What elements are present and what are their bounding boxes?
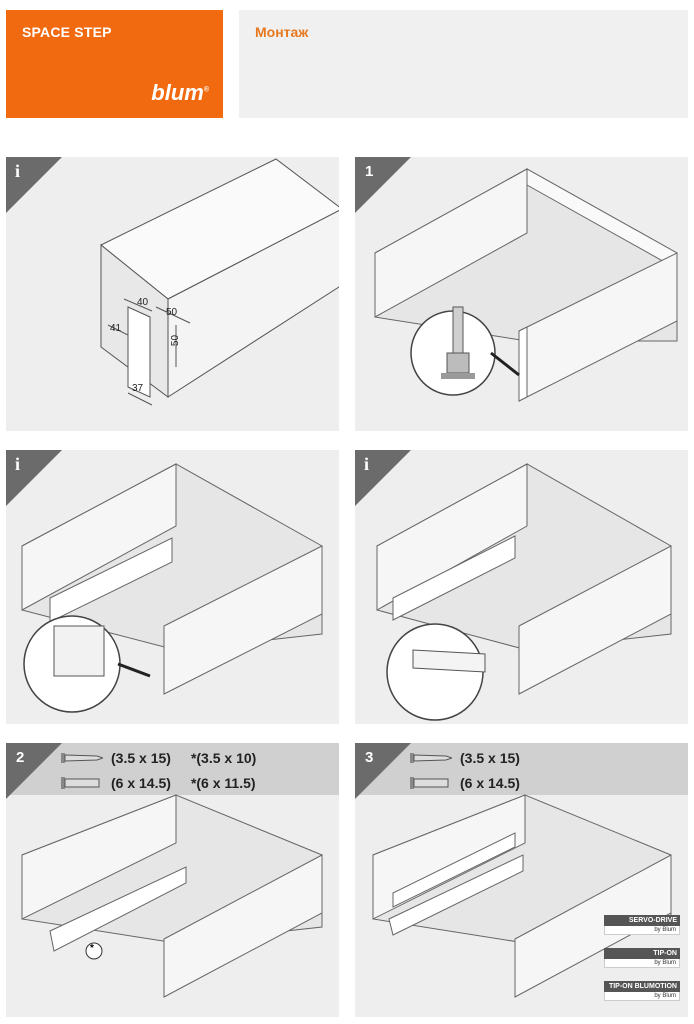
label-tip-on-blumotion: TIP-ON BLUMOTION by Blum <box>604 981 680 1001</box>
blum-logo: blum® <box>151 80 209 105</box>
product-name: SPACE STEP <box>22 24 112 40</box>
badge-triangle <box>6 743 62 799</box>
label-servo-drive: SERVO-DRIVE by Blum <box>604 915 680 935</box>
badge-triangle <box>355 157 411 213</box>
info-badge: i <box>15 161 21 181</box>
runner-mounting-drawing <box>21 794 323 998</box>
panel-step-1: 1 <box>355 157 688 431</box>
drawer-runner-drawing <box>376 463 672 721</box>
wood-screw-icon <box>61 753 103 763</box>
drawer-box-drawing <box>374 168 678 402</box>
dim-50-side: 50 <box>170 334 182 347</box>
euro-screw-icon <box>410 777 449 789</box>
dim-40: 40 <box>137 297 149 308</box>
header-box: Монтаж <box>239 10 688 118</box>
screw-size-large: (6 x 14.5) <box>111 775 171 791</box>
wood-screw-icon <box>410 753 452 763</box>
screw-size-small: (3.5 x 15) <box>111 750 171 766</box>
step-badge: 3 <box>365 749 374 766</box>
star-marker: * <box>90 943 94 954</box>
drawer-runner-drawing <box>21 463 323 713</box>
panel-step-3: 3 (3.5 x 15) (6 x 14.5) SERVO-DRIVE by B… <box>355 743 688 1017</box>
panel-info-side-runners: i <box>6 450 339 724</box>
screw-row-small: (3.5 x 15) <box>410 747 520 769</box>
badge-triangle <box>6 450 62 506</box>
screw-row-large: (6 x 14.5) <box>410 772 520 794</box>
info-badge: i <box>364 454 370 474</box>
brand-block: SPACE STEP blum® <box>6 10 223 118</box>
step-badge: 2 <box>16 749 25 766</box>
badge-triangle <box>355 450 411 506</box>
step-badge: 1 <box>365 163 374 180</box>
section-title: Монтаж <box>255 24 309 40</box>
screw-size-large: (6 x 14.5) <box>460 775 520 791</box>
screw-size-large-alt: *(6 x 11.5) <box>190 775 256 791</box>
screw-size-small: (3.5 x 15) <box>460 750 520 766</box>
panel-info-runner-position: i <box>355 450 688 724</box>
euro-screw-icon <box>61 777 100 789</box>
panel-step-2: 2 (3.5 x 15) *(3.5 x 10) (6 x 14.5) *(6 … <box>6 743 339 1017</box>
runner-mounting-drawing <box>372 794 672 998</box>
screw-row-large: (6 x 14.5) *(6 x 11.5) <box>61 772 256 794</box>
drawer-side-drawing <box>100 158 339 406</box>
label-tip-on: TIP-ON by Blum <box>604 948 680 968</box>
dim-41: 41 <box>110 323 122 334</box>
screw-row-small: (3.5 x 15) *(3.5 x 10) <box>61 747 256 769</box>
screw-size-small-alt: *(3.5 x 10) <box>190 750 257 766</box>
panel-info-dimensions: i 40 50 41 50 37 <box>6 157 339 431</box>
info-badge: i <box>15 454 21 474</box>
badge-triangle <box>6 157 62 213</box>
badge-triangle <box>355 743 411 799</box>
dim-37: 37 <box>132 383 144 394</box>
dim-50-top: 50 <box>166 307 178 318</box>
